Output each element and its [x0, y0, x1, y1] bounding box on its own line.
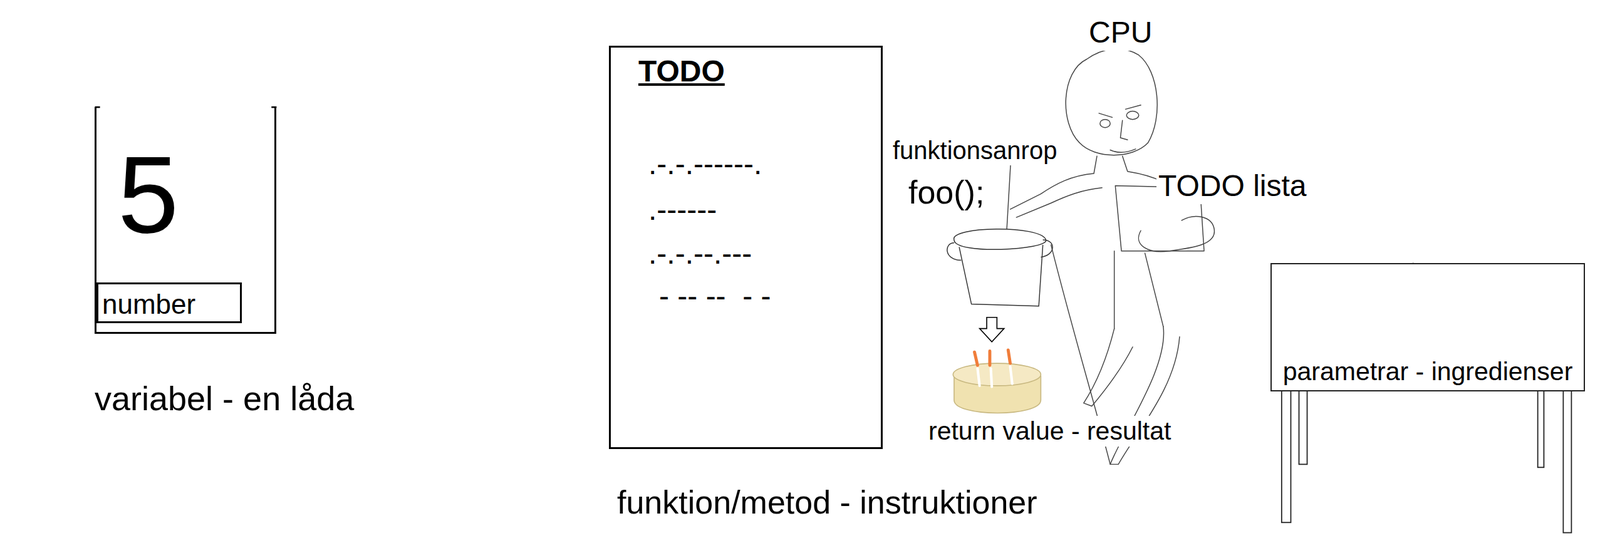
cake-top — [952, 363, 1041, 386]
pot-body — [959, 244, 1044, 307]
pot-handle — [947, 239, 1053, 261]
node-heading: TODO — [638, 53, 725, 90]
node-line: .-.-.--.--- — [648, 235, 752, 272]
caption-label: return value - resultat — [926, 415, 1173, 447]
node-heading: parametrar - ingredienser — [1283, 356, 1574, 388]
node-line: - -- -- - - — [659, 278, 772, 315]
candle-stem — [977, 366, 1012, 388]
caption-label: funktion/metod - instruktioner — [615, 483, 1040, 522]
caption-label: funktionsanrop — [890, 135, 1059, 166]
variable-box: number 5 — [94, 107, 277, 334]
cpu-eye — [1126, 111, 1139, 120]
node-heading: number — [102, 288, 196, 322]
cpu-mouth — [1110, 149, 1136, 153]
node-line: .-.-.------. — [648, 145, 762, 183]
caption-label: foo(); — [906, 172, 987, 212]
table-top: parametrar - ingredienser — [1270, 263, 1585, 392]
cake — [952, 350, 1041, 414]
down-arrow — [979, 317, 1005, 343]
caption-label: TODO lista — [1156, 167, 1309, 205]
candle — [974, 350, 1011, 366]
node-heading: 5 — [117, 129, 179, 261]
cpu-hand — [1138, 216, 1215, 252]
cpu-torso — [1114, 251, 1164, 329]
stirring-stick — [1006, 152, 1012, 241]
table-leg — [1563, 389, 1572, 534]
cpu-brow — [1098, 105, 1141, 118]
table-leg — [1298, 389, 1307, 465]
table-leg — [1537, 389, 1545, 468]
caption-label: variabel - en låda — [92, 378, 356, 420]
pot-rim — [954, 229, 1047, 250]
table-leg — [1281, 389, 1292, 523]
node-line: .------ — [648, 191, 717, 229]
todo-sheet: TODO .-.-.------. .------ .-.-.--.--- - -- -… — [608, 45, 883, 450]
cpu-eye — [1100, 119, 1111, 128]
name-tag: number — [96, 282, 242, 324]
caption-label: CPU — [1086, 14, 1154, 51]
cpu-head — [1065, 48, 1158, 156]
cpu-nose — [1120, 120, 1128, 140]
